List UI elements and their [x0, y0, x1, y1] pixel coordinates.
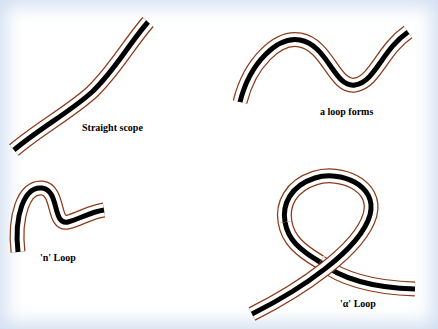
scope-gap — [240, 32, 408, 102]
scope-tube — [17, 188, 104, 252]
scope-tube — [240, 32, 408, 102]
scope-tube — [285, 222, 320, 262]
scope-gap — [252, 176, 371, 314]
n-loop-scope — [17, 188, 104, 252]
scope-outline — [17, 188, 104, 252]
straight-scope — [14, 22, 148, 150]
scope-outline — [252, 176, 371, 314]
scope-tube — [14, 22, 148, 150]
alpha-loop-scope — [252, 176, 415, 314]
scope-gap — [17, 188, 104, 252]
scope-gap — [14, 22, 148, 150]
scope-label: Straight scope — [80, 122, 145, 134]
scope-label: 'n' Loop — [38, 252, 78, 264]
scope-outline — [285, 222, 320, 262]
scope-tube — [252, 176, 371, 314]
scope-label: 'α' Loop — [338, 298, 378, 310]
scope-outline — [240, 32, 408, 102]
forming-loop-scope — [240, 32, 408, 102]
scope-label: a loop forms — [318, 106, 375, 118]
scope-gap — [285, 222, 320, 262]
scope-outline — [14, 22, 148, 150]
